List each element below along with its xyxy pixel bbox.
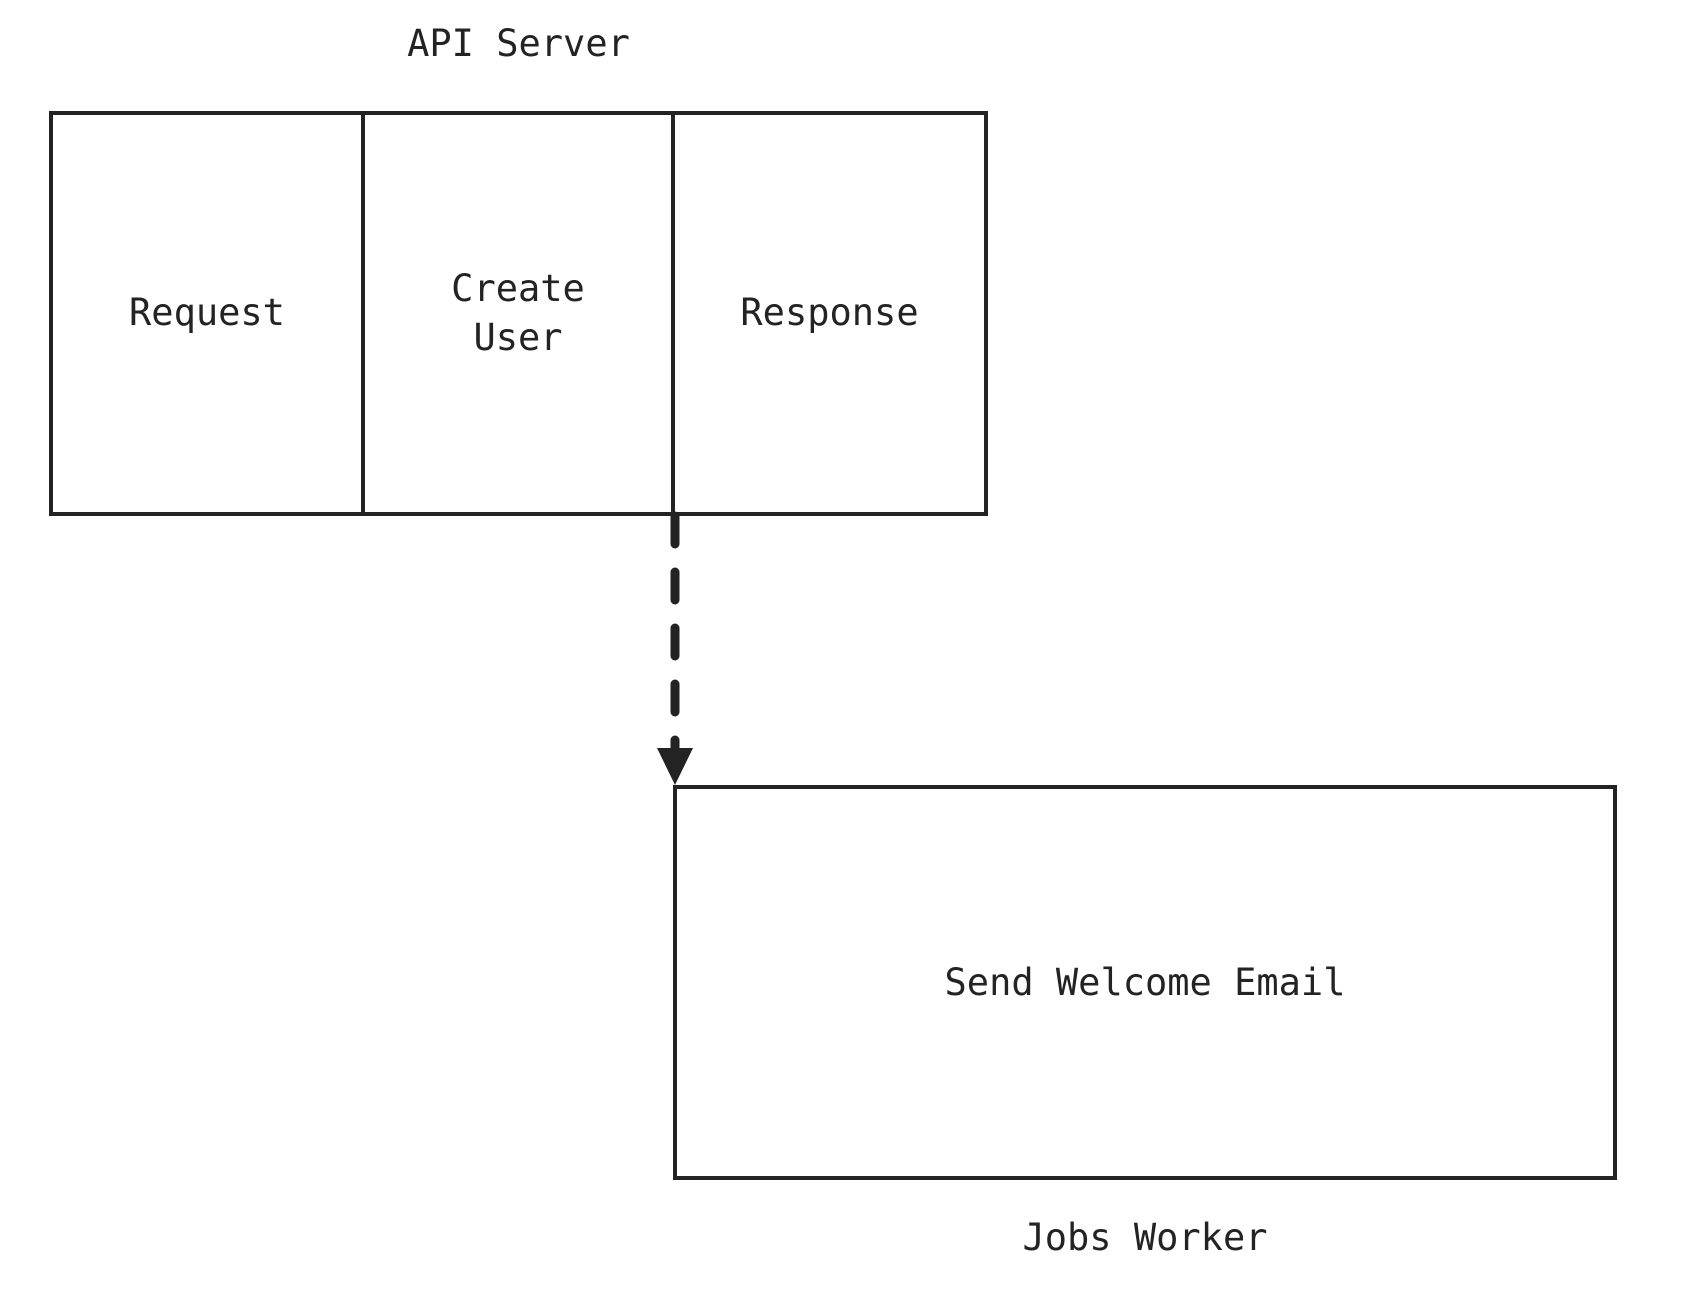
jobs-worker-task-label: Send Welcome Email xyxy=(944,961,1346,1004)
jobs-worker-title: Jobs Worker xyxy=(1022,1216,1268,1259)
connector-arrowhead-icon xyxy=(657,748,693,785)
api-cell-request[interactable]: Request xyxy=(53,115,361,512)
api-server-title: API Server xyxy=(407,22,630,65)
api-cell-create-user-label: Create User xyxy=(451,266,585,359)
api-cell-request-label: Request xyxy=(129,291,285,335)
api-server-box[interactable]: Request Create User Response xyxy=(49,111,988,516)
api-cell-response-label: Response xyxy=(740,291,919,335)
api-cell-create-user[interactable]: Create User xyxy=(361,115,675,512)
jobs-worker-box[interactable]: Send Welcome Email xyxy=(673,785,1617,1180)
api-cell-response[interactable]: Response xyxy=(675,115,984,512)
